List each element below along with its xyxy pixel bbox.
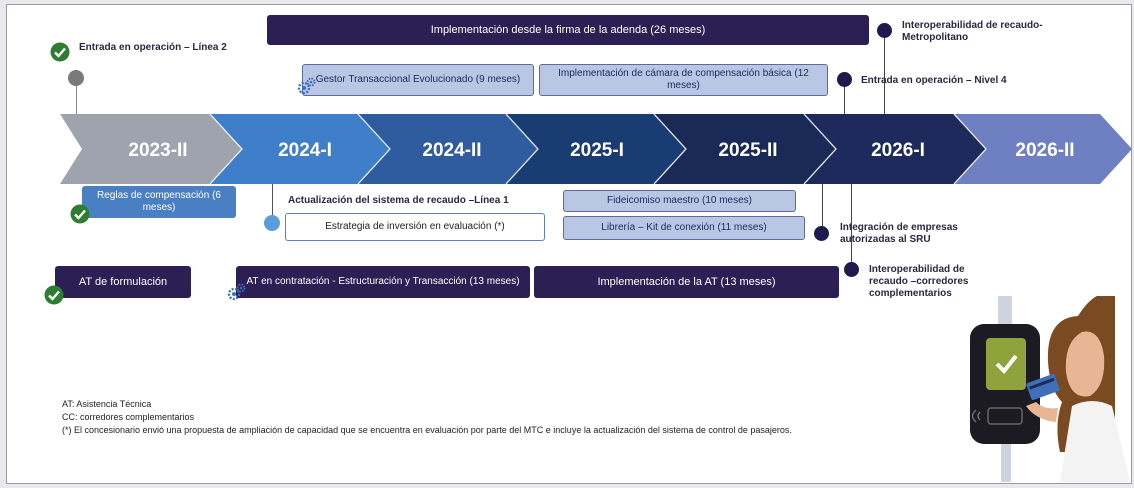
milestone-entrada-linea2: Entrada en operación – Línea 2 <box>79 42 227 53</box>
bar-at-contratacion: AT en contratación - Estructuración y Tr… <box>236 266 530 298</box>
bar-camara-compensacion: Implementación de cámara de compensación… <box>539 64 828 96</box>
milestone-integracion-sru: Integración de empresas autorizadas al S… <box>840 222 958 245</box>
milestone-line <box>884 30 885 115</box>
chevron-2026-I <box>804 114 986 184</box>
period-label: 2026-II <box>1015 140 1074 161</box>
milestone-interop-metropolitano: Interoperabilidad de recaudo- Metropolit… <box>902 20 1043 43</box>
bar-estrategia-inversion: Estrategia de inversión en evaluación (*… <box>285 213 545 241</box>
label-actualizacion-recaudo: Actualización del sistema de recaudo –Lí… <box>288 195 509 206</box>
legend-cc: CC: corredores complementarios <box>62 412 195 422</box>
milestone-line <box>851 184 852 266</box>
milestone-interop-corredores: Interoperabilidad de recaudo –corredores… <box>869 264 969 299</box>
period-label: 2025-I <box>570 140 624 161</box>
chevron-2025-I <box>506 114 686 184</box>
bar-reglas-compensacion: Reglas de compensación (6 meses) <box>82 186 236 218</box>
legend-note: (*) El concesionario envió una propuesta… <box>62 425 792 435</box>
period-label: 2026-I <box>871 140 925 161</box>
period-label: 2023-II <box>128 140 187 161</box>
chevron-2024-II <box>358 114 538 184</box>
legend-at: AT: Asistencia Técnica <box>62 399 152 409</box>
milestone-dot-icon <box>844 262 859 277</box>
chevron-2024-I <box>210 114 390 184</box>
gears-icon <box>297 76 317 101</box>
period-label: 2024-II <box>422 140 481 161</box>
milestone-line <box>272 184 273 220</box>
bar-implementacion-adenda: Implementación desde la firma de la aden… <box>267 15 869 45</box>
check-circle-icon <box>50 42 70 67</box>
milestone-line <box>822 184 823 229</box>
check-circle-icon <box>44 285 64 310</box>
timeline-chevrons: 2023-II 2024-I 2024-II 2025-I 2025-II 20… <box>60 114 1132 184</box>
milestone-dot-icon <box>814 226 829 241</box>
check-circle-icon <box>70 204 90 229</box>
milestone-entrada-nivel4: Entrada en operación – Nivel 4 <box>861 75 1007 86</box>
period-label: 2025-II <box>718 140 777 161</box>
milestone-dot-icon <box>68 70 84 86</box>
milestone-dot-icon <box>264 215 280 231</box>
chevron-2026-II <box>954 114 1132 184</box>
gears-icon <box>227 282 247 307</box>
period-label: 2024-I <box>278 140 332 161</box>
chevron-2025-II <box>654 114 836 184</box>
bar-libreria-kit: Librería – Kit de conexión (11 meses) <box>563 216 805 240</box>
milestone-dot-icon <box>877 23 892 38</box>
milestone-line <box>844 80 845 115</box>
bar-implementacion-at: Implementación de la AT (13 meses) <box>534 266 839 298</box>
bar-at-formulacion: AT de formulación <box>55 266 191 298</box>
milestone-dot-icon <box>837 72 852 87</box>
milestone-line <box>76 75 77 115</box>
bar-fideicomiso: Fideicomiso maestro (10 meses) <box>563 190 796 212</box>
payment-validator-illustration <box>970 296 1130 482</box>
chevron-2023-II <box>60 114 242 184</box>
bar-gestor-transaccional: Gestor Transaccional Evolucionado (9 mes… <box>302 64 534 96</box>
